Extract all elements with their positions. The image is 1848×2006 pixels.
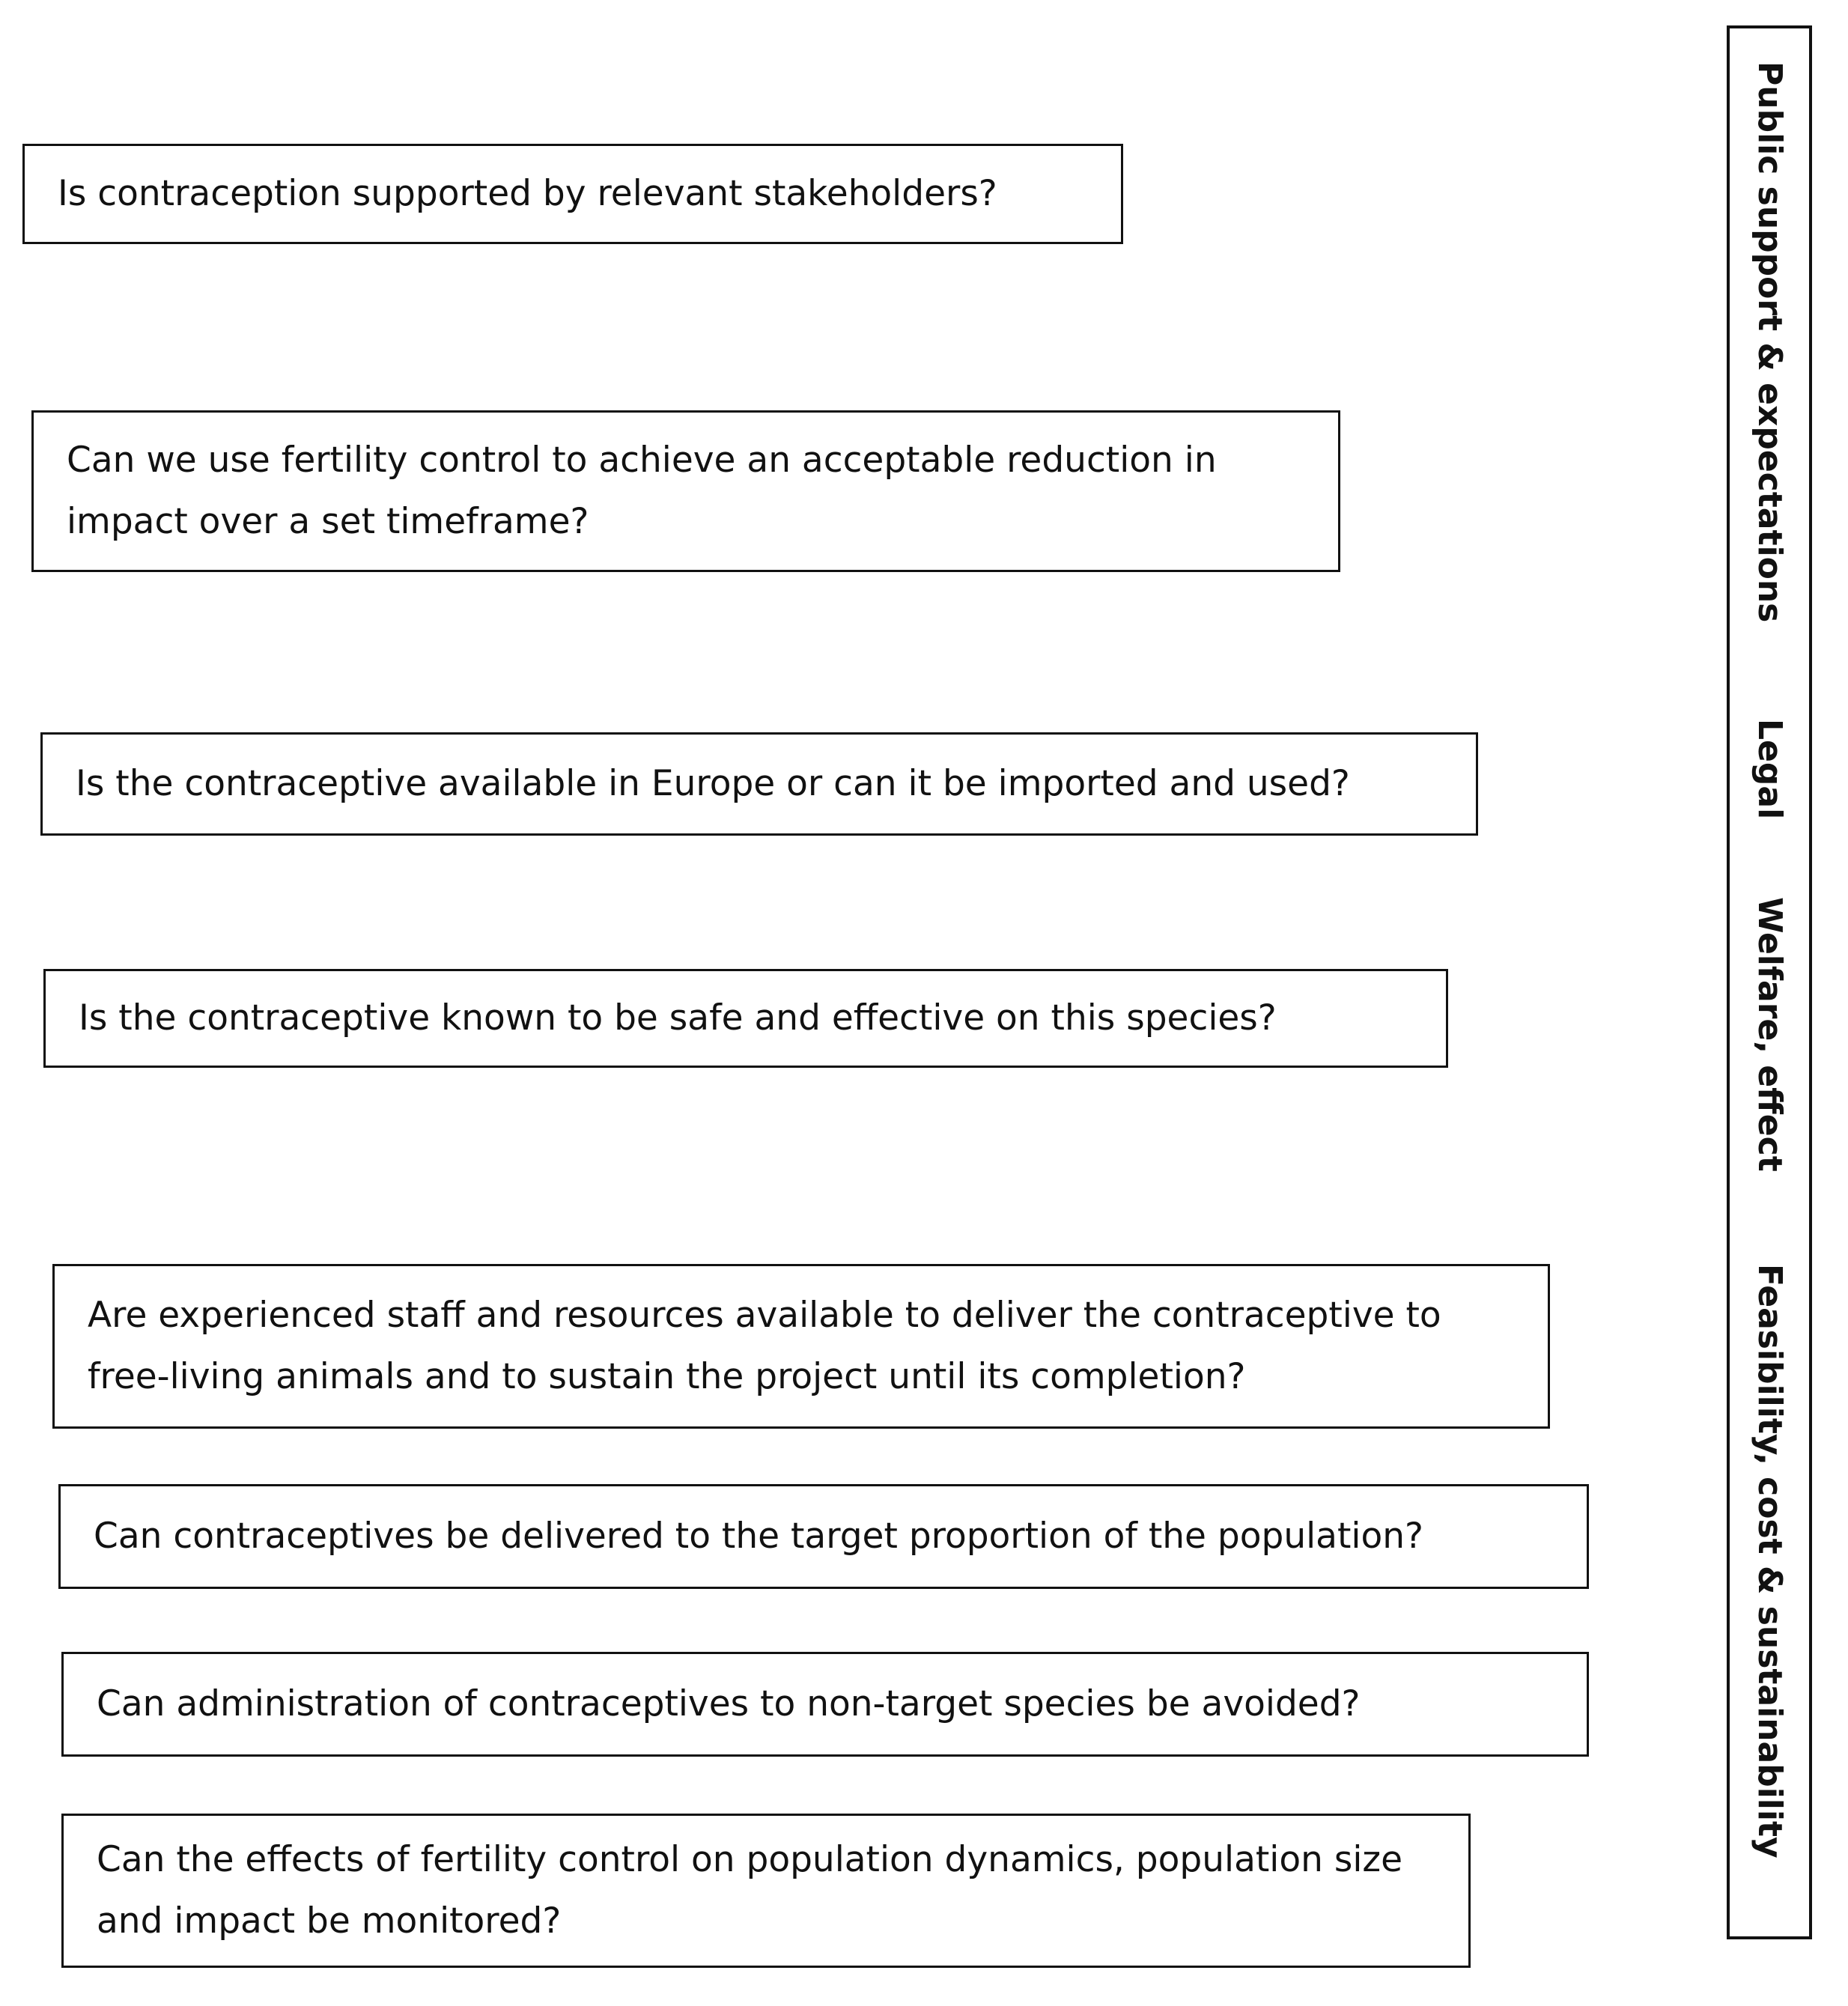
category-welfare-effect: Welfare, effect [1751,897,1789,1172]
question-box-delivery: Can contraceptives be delivered to the t… [58,1484,1589,1589]
category-sidebar: Public support & expectations Legal Welf… [1727,25,1812,1939]
question-box-non-target: Can administration of contraceptives to … [61,1652,1589,1757]
question-box-staff-resources: Are experienced staff and resources avai… [52,1264,1550,1429]
question-text: Can the effects of fertility control on … [97,1839,1402,1942]
question-text: Is the contraceptive available in Europe… [76,763,1350,804]
question-text: Can contraceptives be delivered to the t… [94,1516,1423,1557]
question-text: Can we use fertility control to achieve … [67,440,1217,542]
category-public-support: Public support & expectations [1751,61,1789,623]
question-box-impact-reduction: Can we use fertility control to achieve … [31,410,1340,572]
question-box-safety: Is the contraceptive known to be safe an… [43,969,1448,1068]
question-box-stakeholders: Is contraception supported by relevant s… [22,144,1123,244]
question-text: Is contraception supported by relevant s… [58,173,997,214]
question-text: Are experienced staff and resources avai… [88,1295,1441,1397]
question-text: Is the contraceptive known to be safe an… [79,997,1277,1039]
question-box-monitoring: Can the effects of fertility control on … [61,1814,1471,1968]
question-text: Can administration of contraceptives to … [97,1683,1361,1724]
question-box-availability: Is the contraceptive available in Europe… [40,732,1478,836]
category-feasibility: Feasibility, cost & sustainability [1751,1264,1789,1858]
category-legal: Legal [1751,719,1789,820]
